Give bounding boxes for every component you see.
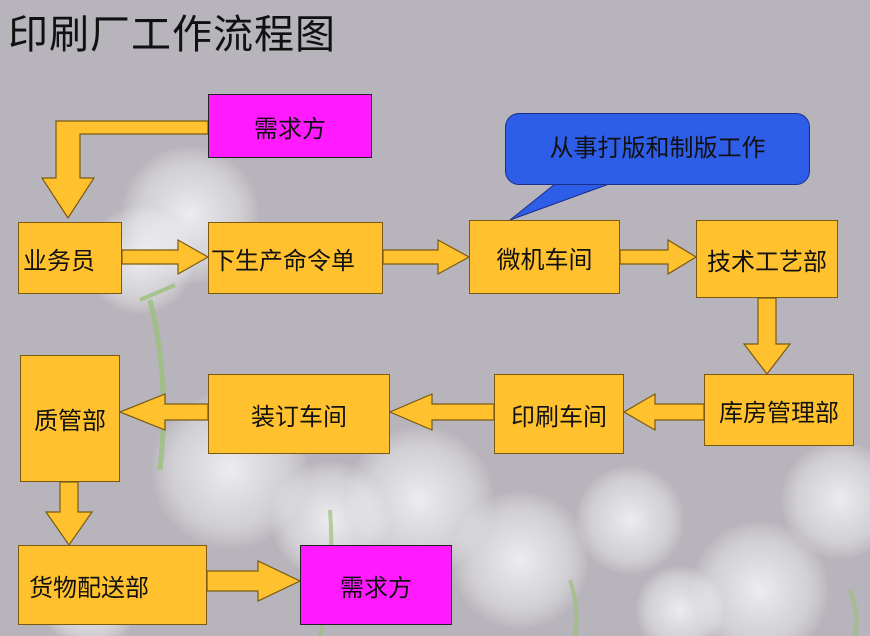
- node-printing-workshop: 印刷车间: [494, 374, 624, 454]
- prepress-callout: 从事打版和制版工作: [505, 113, 810, 185]
- node-demand-bottom: 需求方: [300, 545, 452, 625]
- node-binding-workshop: 装订车间: [208, 374, 390, 454]
- arrow-warehouse-to-printing: [622, 392, 705, 432]
- arrow-delivery-to-demand: [206, 560, 302, 602]
- node-warehouse-dept: 库房管理部: [704, 374, 854, 446]
- arrow-printing-to-binding: [388, 393, 495, 431]
- page-title: 印刷厂工作流程图: [8, 12, 336, 58]
- node-prepress-workshop: 微机车间: [469, 220, 620, 294]
- arrow-prepress-to-tech: [619, 238, 698, 276]
- arrow-salesman-to-order: [121, 238, 210, 276]
- node-tech-dept: 技术工艺部: [696, 220, 838, 298]
- node-salesman: 业务员: [18, 222, 122, 294]
- callout-tail: [509, 179, 621, 221]
- arrow-tech-to-warehouse: [742, 297, 792, 375]
- node-demand-top: 需求方: [208, 94, 372, 158]
- node-delivery-dept: 货物配送部: [18, 545, 207, 625]
- arrow-order-to-prepress: [382, 238, 471, 276]
- arrow-qc-to-delivery: [44, 481, 94, 547]
- node-production-order: 下生产命令单: [208, 222, 383, 294]
- arrow-demand-to-salesman: [40, 120, 209, 220]
- node-qc-dept: 质管部: [20, 355, 120, 482]
- arrow-binding-to-qc: [118, 393, 209, 431]
